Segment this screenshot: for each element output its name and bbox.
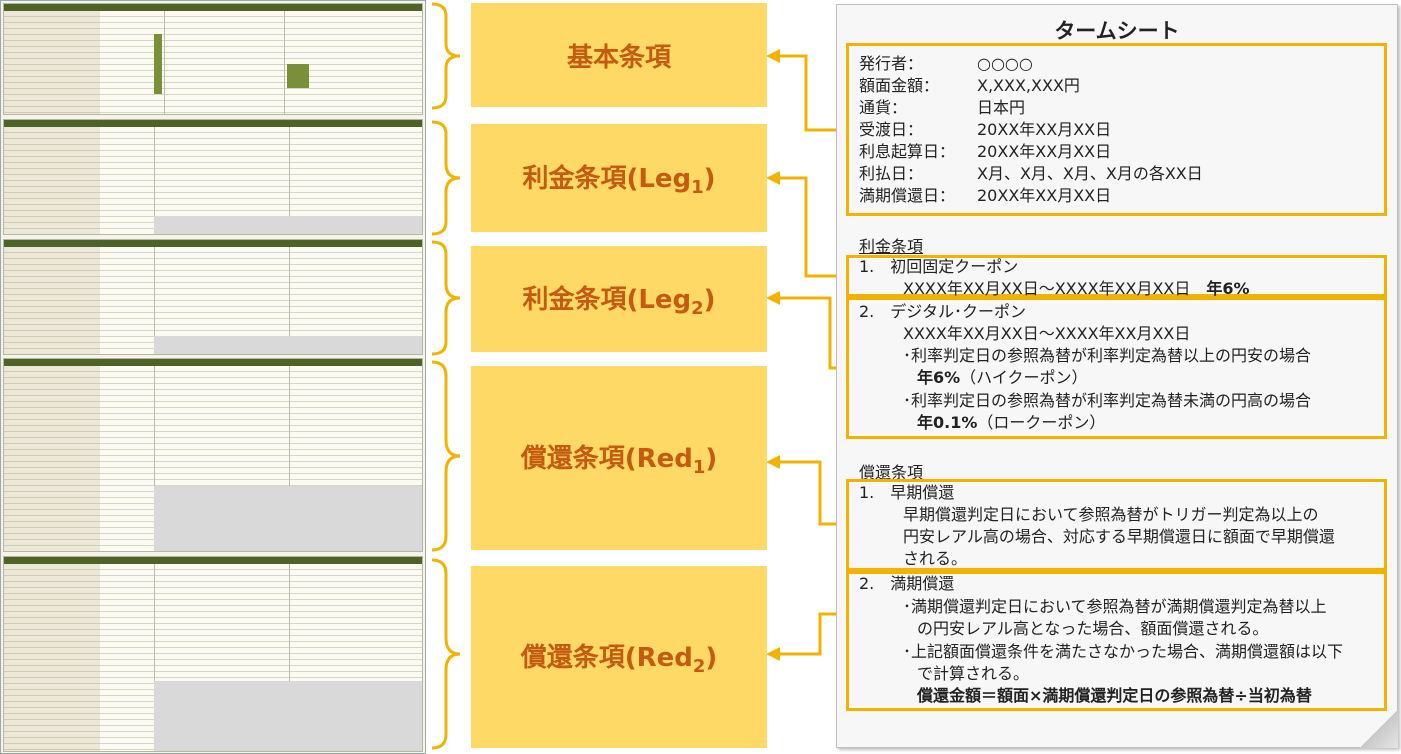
red1-line2: 円安レアル高の場合、対応する早期償還日に額面で早期償還 [903, 527, 1335, 546]
basic-val-paydate: X月、X月、X月、X月の各XX日 [977, 164, 1203, 183]
red1-line3: される。 [903, 549, 968, 568]
coupon1-title: 1. 初回固定クーポン [859, 257, 1019, 276]
callout-red2: 償還条項(Red2) [471, 566, 767, 748]
coupon2-box [846, 297, 1387, 439]
basic-val-maturity: 20XX年XX月XX日 [977, 186, 1112, 205]
basic-val-face: X,XXX,XXX円 [977, 76, 1080, 95]
arrow-leg1 [778, 176, 846, 278]
basic-val-accrual: 20XX年XX月XX日 [977, 142, 1112, 161]
brace-red1 [431, 360, 461, 552]
coupon2-title: 2. デジタル･クーポン [859, 302, 1026, 321]
basic-key-maturity: 満期償還日： [859, 186, 956, 205]
term-sheet: タームシート 発行者： ○○○○ 額面金額： X,XXX,XXX円 通貨： 日本… [836, 4, 1398, 748]
brace-basic [431, 2, 461, 110]
callout-red1: 償還条項(Red1) [471, 366, 767, 550]
red2-line3: ･上記額面償還条件を満たさなかった場合、満期償還額は以下 [903, 642, 1344, 661]
coupon2-low: 年0.1%（ロークーポン） [917, 412, 1105, 434]
arrow-red1 [778, 460, 846, 526]
brace-leg2 [431, 240, 461, 356]
callout-leg2: 利金条項(Leg2) [471, 246, 767, 352]
basic-key-settle: 受渡日： [859, 120, 924, 139]
coupon1-rate: 年6% [1206, 279, 1250, 298]
coupon2-low-note: （ロークーポン） [977, 413, 1106, 432]
coupon1-period: XXXX年XX月XX日～XXXX年XX月XX日 年6% [903, 278, 1250, 300]
red2-box [846, 571, 1387, 711]
basic-key-paydate: 利払日： [859, 164, 924, 183]
arrow-basic [778, 54, 846, 132]
callout-basic: 基本条項 [471, 3, 767, 107]
sheet-section-red1 [3, 358, 423, 552]
red1-title: 1. 早期償還 [859, 483, 955, 502]
basic-key-issuer: 発行者： [859, 54, 924, 73]
spreadsheet-thumbnail [0, 0, 426, 754]
interest-heading: 利金条項 [859, 237, 924, 256]
redemption-heading: 償還条項 [859, 463, 924, 482]
red2-line4: で計算される。 [917, 664, 1030, 683]
callout-leg1: 利金条項(Leg1) [471, 124, 767, 232]
coupon2-high-rate: 年6% [917, 368, 961, 387]
coupon1-period-text: XXXX年XX月XX日～XXXX年XX月XX日 [903, 279, 1191, 298]
basic-val-issuer: ○○○○ [977, 54, 1033, 73]
red2-line2: の円安レアル高となった場合、額面償還される。 [917, 619, 1269, 638]
page-fold [1360, 710, 1398, 748]
coupon2-high-cond: ･利率判定日の参照為替が利率判定為替以上の円安の場合 [903, 346, 1312, 365]
red1-box [846, 479, 1387, 571]
red2-formula: 償還金額＝額面×満期償還判定日の参照為替÷当初為替 [917, 686, 1312, 705]
coupon2-high-note: （ハイクーポン） [960, 368, 1088, 387]
sheet-section-red2 [3, 556, 423, 752]
term-sheet-title: タームシート [1054, 19, 1180, 43]
coupon2-low-rate: 年0.1% [917, 413, 978, 432]
red1-line1: 早期償還判定日において参照為替がトリガー判定為以上の [903, 505, 1319, 524]
sheet-section-basic [3, 3, 423, 115]
basic-val-currency: 日本円 [977, 98, 1026, 117]
red2-title: 2. 満期償還 [859, 574, 955, 593]
coupon1-box [846, 255, 1387, 297]
arrow-red2 [778, 612, 846, 656]
coupon2-period: XXXX年XX月XX日～XXXX年XX月XX日 [903, 324, 1191, 343]
sheet-section-leg2 [3, 239, 423, 355]
basic-key-accrual: 利息起算日： [859, 142, 956, 161]
coupon2-low-cond: ･利率判定日の参照為替が利率判定為替未満の円高の場合 [903, 391, 1312, 410]
red2-line1: ･満期償還判定日において参照為替が満期償還判定為替以上 [903, 597, 1327, 616]
basic-key-currency: 通貨： [859, 98, 908, 117]
brace-leg1 [431, 120, 461, 236]
basic-val-settle: 20XX年XX月XX日 [977, 120, 1112, 139]
coupon2-high: 年6%（ハイクーポン） [917, 367, 1088, 389]
sheet-section-leg1 [3, 119, 423, 235]
basic-key-face: 額面金額： [859, 76, 940, 95]
brace-red2 [431, 558, 461, 750]
basic-terms-box [846, 43, 1387, 216]
